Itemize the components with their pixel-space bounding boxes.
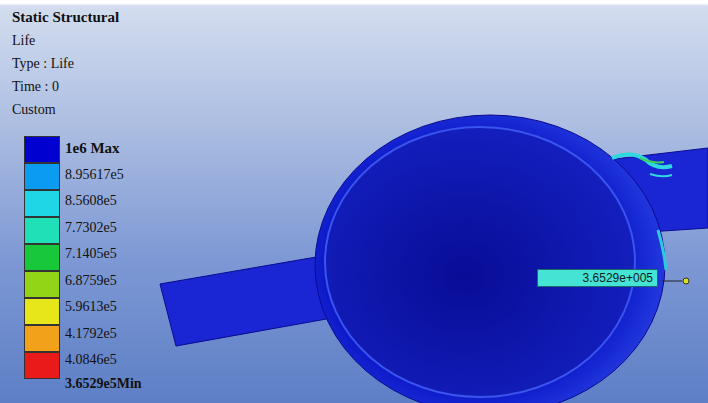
legend-swatch	[24, 325, 60, 352]
hotspot	[650, 174, 672, 176]
legend-swatch	[24, 271, 60, 298]
legend-min-value: 3.6529e5Min	[65, 376, 142, 392]
hotspot	[658, 230, 666, 270]
hotspot	[640, 158, 664, 163]
info-line: Type : Life	[12, 56, 74, 72]
legend-value: 4.0846e5	[65, 352, 117, 368]
title: Static Structural	[12, 9, 119, 25]
legend-swatch	[24, 190, 60, 217]
legend-swatch	[24, 298, 60, 325]
leader-line	[662, 281, 682, 282]
probe-callout: 3.6529e+005	[537, 269, 658, 287]
callout-value: 3.6529e+005	[542, 271, 653, 285]
inner-cavity	[325, 127, 635, 397]
min-marker	[683, 278, 689, 284]
legend-swatch	[24, 352, 60, 379]
legend-value: 1e6 Max	[65, 140, 120, 156]
legend-value: 8.95617e5	[65, 167, 124, 183]
legend-swatch	[24, 244, 60, 271]
legend-value: 7.1405e5	[65, 246, 117, 262]
info-line: Time : 0	[12, 79, 59, 95]
hotspot	[612, 154, 672, 167]
legend-value: 7.7302e5	[65, 220, 117, 236]
legend-value: 5.9613e5	[65, 299, 117, 315]
info-line: Life	[12, 33, 35, 49]
legend-swatch	[24, 217, 60, 244]
left-arm	[160, 256, 332, 346]
legend-value: 6.8759e5	[65, 273, 117, 289]
info-line: Custom	[12, 102, 56, 118]
legend-value: 8.5608e5	[65, 193, 117, 209]
legend-swatch	[24, 163, 60, 190]
legend-swatch	[24, 136, 60, 163]
legend-value: 4.1792e5	[65, 326, 117, 342]
